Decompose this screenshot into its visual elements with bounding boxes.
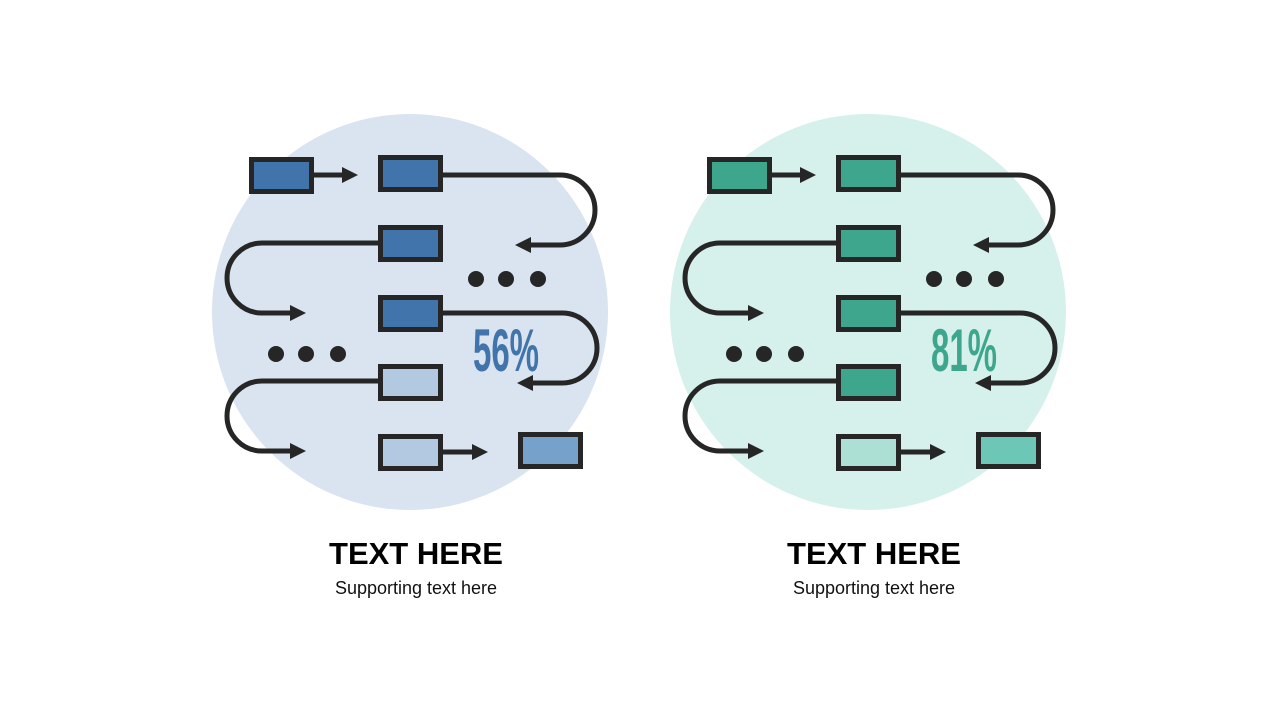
- panel-1-percent: 56%: [473, 318, 539, 385]
- ellipsis-dot: [268, 346, 284, 362]
- panel-2-percent: 81%: [931, 318, 997, 385]
- ellipsis-dot: [330, 346, 346, 362]
- process-box: [976, 432, 1041, 469]
- arrowhead-icon: [290, 305, 306, 321]
- ellipsis-dot: [926, 271, 942, 287]
- process-box: [378, 364, 443, 401]
- process-box: [378, 155, 443, 192]
- connector-line: [682, 240, 836, 316]
- process-box: [518, 432, 583, 469]
- panel-1: 56%: [212, 114, 608, 510]
- process-box: [836, 225, 901, 262]
- ellipsis-dot: [468, 271, 484, 287]
- panel-1-subtitle: Supporting text here: [334, 578, 498, 598]
- process-box: [249, 157, 314, 194]
- ellipsis-dot: [498, 271, 514, 287]
- connector-line: [443, 310, 600, 386]
- arrowhead-icon: [748, 443, 764, 459]
- arrowhead-icon: [748, 305, 764, 321]
- ellipsis-dot: [298, 346, 314, 362]
- panel-2-subtitle: Supporting text here: [792, 578, 956, 598]
- arrowhead-icon: [290, 443, 306, 459]
- connector-line: [901, 310, 1058, 386]
- arrowhead-icon: [472, 444, 488, 460]
- ellipsis-dot: [988, 271, 1004, 287]
- connector-line: [901, 172, 1056, 248]
- process-box: [707, 157, 772, 194]
- process-box: [836, 295, 901, 332]
- arrowhead-icon: [800, 167, 816, 183]
- connector-line: [443, 172, 598, 248]
- process-box: [836, 364, 901, 401]
- arrowhead-icon: [517, 375, 533, 391]
- panel-1-title: TEXT HERE: [329, 536, 503, 571]
- process-box: [378, 434, 443, 471]
- ellipsis-dot: [726, 346, 742, 362]
- arrowhead-icon: [342, 167, 358, 183]
- process-box: [836, 434, 901, 471]
- arrowhead-icon: [973, 237, 989, 253]
- arrowhead-icon: [515, 237, 531, 253]
- process-box: [378, 225, 443, 262]
- panel-2-title: TEXT HERE: [787, 536, 961, 571]
- ellipsis-dot: [530, 271, 546, 287]
- arrowhead-icon: [930, 444, 946, 460]
- connector-line: [224, 378, 378, 454]
- ellipsis-dot: [788, 346, 804, 362]
- connector-line: [224, 240, 378, 316]
- connector-line: [682, 378, 836, 454]
- ellipsis-dot: [956, 271, 972, 287]
- process-box: [378, 295, 443, 332]
- panel-2: 81%: [670, 114, 1066, 510]
- ellipsis-dot: [756, 346, 772, 362]
- arrowhead-icon: [975, 375, 991, 391]
- process-box: [836, 155, 901, 192]
